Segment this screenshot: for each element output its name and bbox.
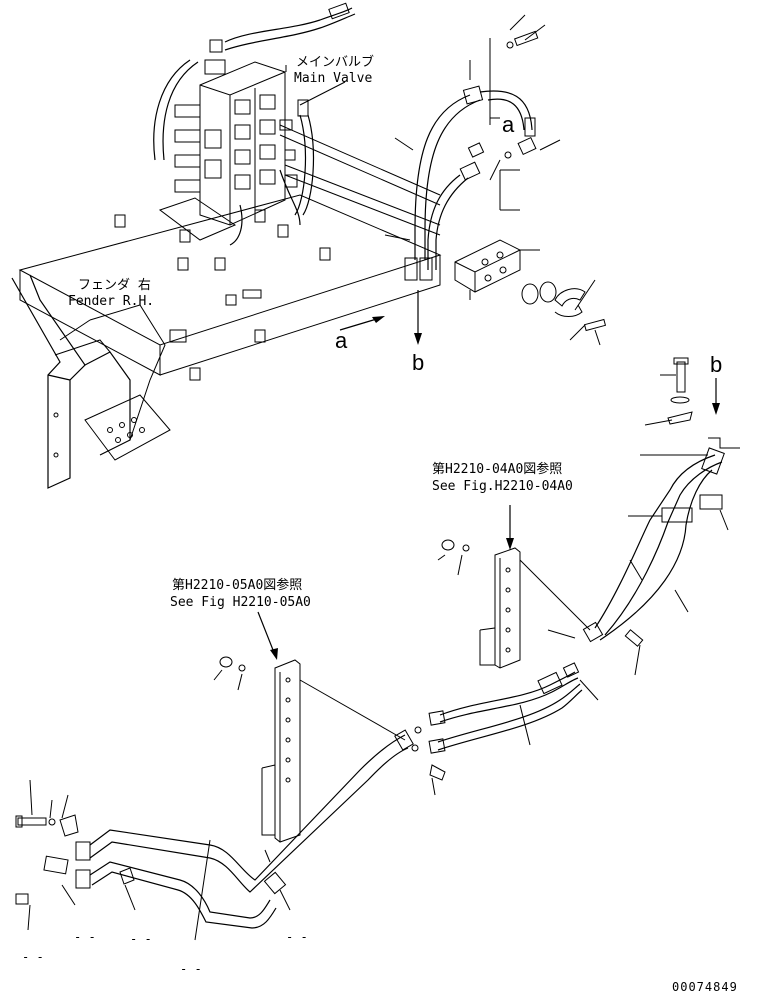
- ref-fig-05-label-jp: 第H2210-05A0図参照: [172, 578, 303, 593]
- fender-label-jp: フェンダ 右: [78, 278, 151, 293]
- callout-b-mid: b: [412, 350, 425, 375]
- figure-number: 00074849: [672, 980, 738, 994]
- part-callout-dash: - -: [180, 962, 202, 976]
- upper-hose-assembly: [285, 14, 607, 346]
- main-valve-label-en: Main Valve: [294, 71, 373, 86]
- bracket-04: [437, 505, 591, 669]
- right-clamp-assembly: [582, 357, 740, 676]
- ref-fig-04-label-jp: 第H2210-04A0図参照: [432, 462, 563, 477]
- ref-fig-04-label-en: See Fig.H2210-04A0: [432, 479, 573, 494]
- callout-b-right: b: [710, 352, 723, 377]
- part-callout-dash: - -: [286, 930, 308, 944]
- part-callout-dash: - -: [22, 950, 44, 964]
- bracket-05: [213, 611, 406, 843]
- main-valve-label-jp: メインバルブ: [296, 55, 375, 70]
- lower-pipes: [15, 662, 599, 941]
- part-callout-dash: - -: [74, 930, 96, 944]
- ref-fig-05-label-en: See Fig H2210-05A0: [170, 595, 311, 610]
- callout-a-top: a: [502, 112, 515, 137]
- fender-frame: [11, 194, 442, 489]
- callout-a-left: a: [335, 328, 348, 353]
- main-valve: [153, 2, 441, 246]
- part-callout-dash: - -: [130, 932, 152, 946]
- fender-label-en: Fender R.H.: [68, 294, 155, 309]
